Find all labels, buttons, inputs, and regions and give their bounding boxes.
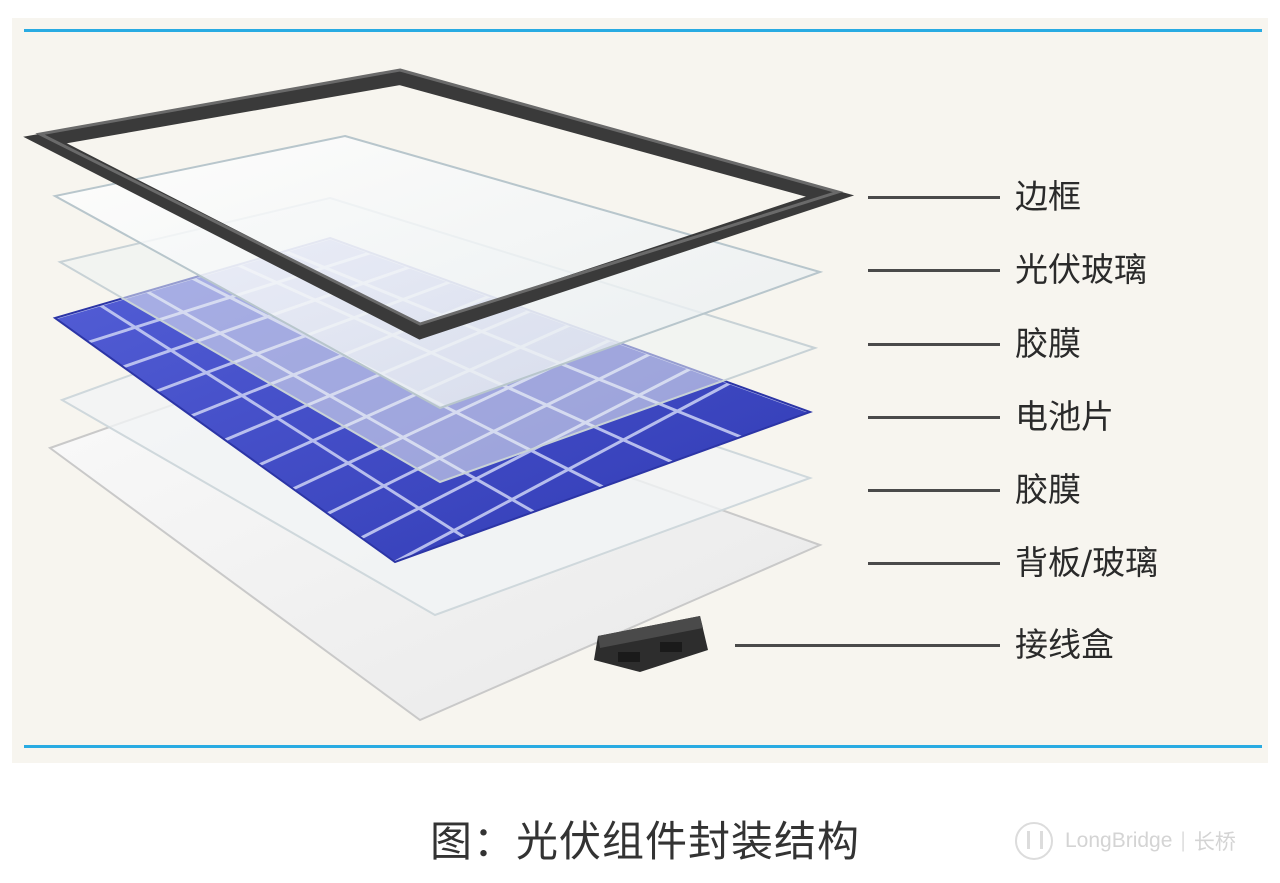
top-rule xyxy=(24,29,1262,32)
label-upper-film: 胶膜 xyxy=(1015,324,1081,363)
watermark: LongBridge | 长桥 xyxy=(1015,822,1236,860)
leader-upper-film xyxy=(868,343,1000,346)
pv-module-exploded-diagram xyxy=(23,68,855,722)
junction-box xyxy=(594,616,708,672)
frame-layer xyxy=(23,68,855,340)
leader-cells xyxy=(868,416,1000,419)
leader-backsheet xyxy=(868,562,1000,565)
label-frame: 边框 xyxy=(1015,177,1081,216)
leader-junction-box xyxy=(735,644,1000,647)
leader-lower-film xyxy=(868,489,1000,492)
label-backsheet: 背板/玻璃 xyxy=(1015,543,1159,582)
label-cells: 电池片 xyxy=(1015,397,1114,436)
watermark-name: 长桥 xyxy=(1193,831,1236,854)
watermark-brand: LongBridge xyxy=(1065,829,1173,852)
leader-frame xyxy=(868,196,1000,199)
label-junction-box: 接线盒 xyxy=(1015,625,1114,664)
figure-caption: 图：光伏组件封装结构 xyxy=(429,817,860,866)
leader-pv-glass xyxy=(868,269,1000,272)
pv-glass-layer xyxy=(52,134,824,410)
bottom-rule xyxy=(24,745,1262,748)
watermark-separator: | xyxy=(1180,829,1186,852)
label-pv-glass: 光伏玻璃 xyxy=(1015,250,1147,289)
longbridge-logo-icon xyxy=(1015,822,1053,860)
label-lower-film: 胶膜 xyxy=(1015,470,1081,509)
